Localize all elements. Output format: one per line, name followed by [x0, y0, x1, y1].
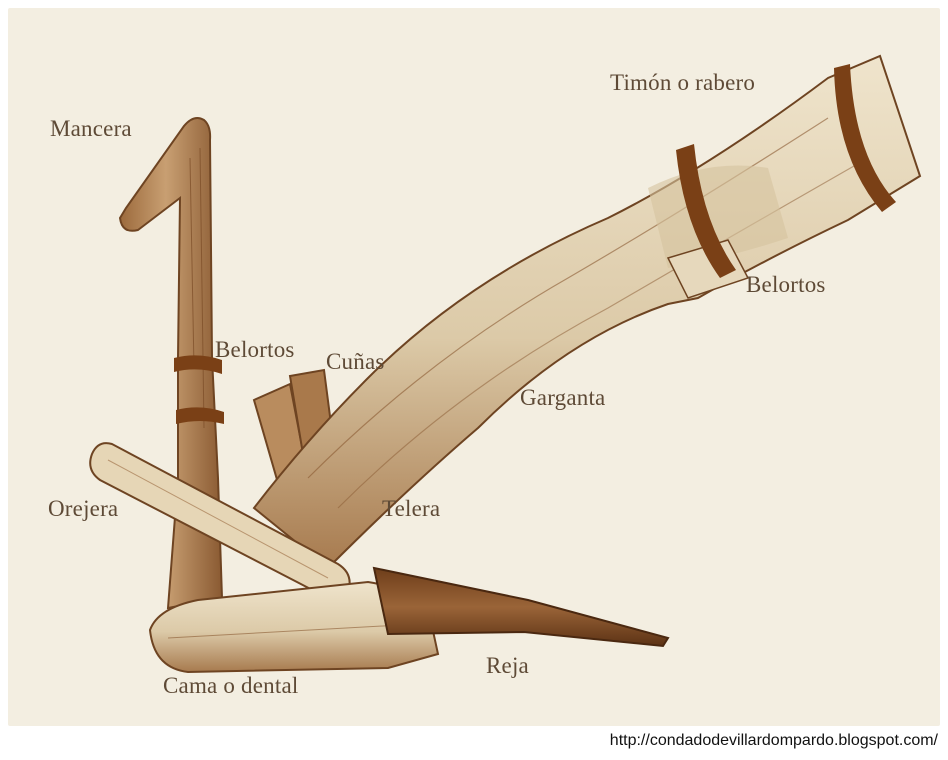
label-orejera: Orejera — [48, 496, 118, 522]
source-url: http://condadodevillardompardo.blogspot.… — [610, 732, 938, 750]
label-cunas: Cuñas — [326, 349, 385, 375]
reja-part — [374, 568, 668, 646]
label-reja: Reja — [486, 653, 529, 679]
timon-part — [254, 56, 920, 568]
label-garganta: Garganta — [520, 385, 605, 411]
illustration-panel: Mancera Timón o rabero Belortos Belortos… — [8, 8, 940, 726]
label-mancera: Mancera — [50, 116, 132, 142]
label-timon: Timón o rabero — [610, 70, 755, 96]
plough-drawing — [8, 8, 940, 726]
label-belortos-mancera: Belortos — [215, 337, 295, 363]
label-belortos-timon: Belortos — [746, 272, 826, 298]
label-telera: Telera — [382, 496, 440, 522]
label-cama: Cama o dental — [163, 673, 298, 699]
